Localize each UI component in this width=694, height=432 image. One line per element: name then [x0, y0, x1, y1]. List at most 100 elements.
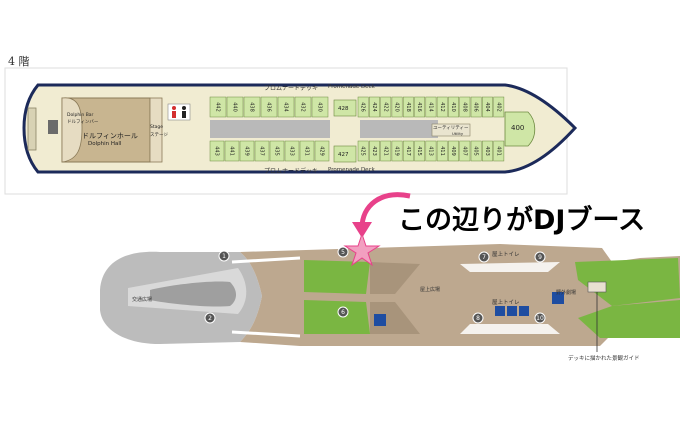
- grass-upper-left: [304, 260, 370, 294]
- cabin-427-room: [333, 145, 357, 163]
- area-center-label: 屋上広場: [420, 287, 441, 293]
- cabin-413: [425, 140, 437, 162]
- cabin-432: [294, 96, 312, 118]
- cabin-400-room: [504, 111, 536, 147]
- toilet-male-icon: [182, 106, 186, 110]
- toilet-sign: [167, 103, 191, 121]
- cabin-438: [243, 96, 261, 118]
- cabin-422: [380, 96, 392, 118]
- cabin-435: [269, 140, 285, 162]
- stage-jp: ステージ: [150, 133, 168, 138]
- cabin-label-tb-422: 422: [382, 102, 388, 112]
- dolphin-hall-en: Dolphin Hall: [88, 141, 122, 147]
- deck-marker-10: [534, 312, 546, 324]
- dj-booth-callout: この辺りがDJブース: [398, 205, 646, 236]
- cabin-418: [402, 96, 414, 118]
- cabin-423: [369, 140, 380, 162]
- cabin-label-ta-434: 434: [283, 102, 289, 112]
- cabin-label-bb-415: 415: [416, 146, 422, 156]
- stern-detail: [27, 107, 37, 151]
- cabin-label-ba-437: 437: [259, 146, 265, 156]
- stern-block: [48, 120, 58, 134]
- toilet-male-body: [182, 111, 186, 118]
- cabin-label-bb-405: 405: [473, 146, 479, 156]
- cabin-label-bb-411: 411: [439, 146, 445, 156]
- cabin-412: [436, 96, 448, 118]
- cabin-420: [391, 96, 403, 118]
- grass-lower-left: [304, 300, 370, 334]
- cabin-label-ba-435: 435: [274, 146, 280, 156]
- toilet-structure-upper: [460, 262, 560, 272]
- cabin-406: [470, 96, 482, 118]
- grass-lower-right: [578, 300, 680, 338]
- info-icon-left: [374, 314, 386, 326]
- landscape-guide-mark: [587, 281, 607, 293]
- cabin-424: [369, 96, 380, 118]
- toilet-top-label: 屋上トイレ: [492, 252, 520, 258]
- cabin-label-tb-402: 402: [495, 102, 501, 112]
- cabin-403: [482, 140, 493, 162]
- cabin-label-bb-407: 407: [461, 146, 467, 156]
- cabin-label-tb-412: 412: [439, 102, 445, 112]
- deck-marker-label-10: 10: [536, 315, 544, 322]
- cabin-410: [448, 96, 459, 118]
- cabin-label-tb-418: 418: [405, 102, 411, 112]
- cabin-label-tb-404: 404: [484, 102, 490, 112]
- cabin-409: [448, 140, 459, 162]
- deck-marker-5: [337, 246, 349, 258]
- cabin-441: [224, 140, 240, 162]
- cabin-label-ba-439: 439: [244, 146, 250, 156]
- promenade-bottom-en: Promenade Deck: [328, 167, 375, 173]
- cabin-429: [314, 140, 330, 162]
- toilet-icon-a: [495, 306, 505, 316]
- cabin-434: [277, 96, 295, 118]
- deck-marker-label-6: 6: [341, 309, 345, 316]
- cabin-label-ba-431: 431: [304, 146, 310, 156]
- area-left-label: 交通広場: [132, 297, 153, 303]
- transit-plaza-island: [150, 281, 236, 307]
- cabin-428-room: [333, 99, 357, 117]
- cabin-label-bb-423: 423: [371, 146, 377, 156]
- cabin-437: [254, 140, 270, 162]
- deck-marker-label-7: 7: [482, 254, 486, 261]
- info-icon-right: [552, 292, 564, 304]
- cabin-label-ba-429: 429: [319, 146, 325, 156]
- floor-label: 4 階: [8, 55, 30, 68]
- cabin-label-ta-442: 442: [215, 102, 221, 112]
- cabin-label-ta-440: 440: [232, 102, 238, 112]
- cabin-401: [493, 140, 505, 162]
- cabin-427-label: 427: [338, 152, 349, 158]
- cabin-label-ba-441: 441: [229, 146, 235, 156]
- cabin-402: [493, 96, 505, 118]
- cabin-label-bb-403: 403: [484, 146, 490, 156]
- cabin-label-tb-424: 424: [371, 102, 377, 112]
- stage-area: [149, 97, 163, 163]
- cabin-label-tb-410: 410: [450, 102, 456, 112]
- rail-upper: [231, 256, 301, 264]
- deck-marker-label-2: 2: [208, 315, 212, 322]
- area-right-label: 野外劇場: [556, 290, 577, 296]
- cabin-415: [414, 140, 426, 162]
- cabin-416: [414, 96, 426, 118]
- deck-marker-2: [204, 312, 216, 324]
- cabin-label-bb-417: 417: [405, 146, 411, 156]
- cabin-label-bb-401: 401: [495, 146, 501, 156]
- toilet-female-icon: [172, 106, 176, 110]
- dolphin-bar-room: [61, 97, 83, 163]
- promenade-top-jp: プロムナードデッキ: [264, 85, 319, 92]
- corridor-2: [360, 120, 438, 138]
- cabin-label-tb-414: 414: [427, 102, 433, 112]
- cabin-label-ba-443: 443: [214, 146, 220, 156]
- dolphin-bar-en: Dolphin Bar: [67, 113, 94, 118]
- rail-lower: [231, 330, 301, 338]
- utility-en: Utility: [452, 131, 464, 136]
- toilet-bottom-label: 屋上トイレ: [492, 300, 520, 306]
- deck-marker-9: [534, 251, 546, 263]
- promenade-bottom-jp: プロムナードデッキ: [264, 168, 319, 175]
- cabin-label-ta-432: 432: [300, 102, 306, 112]
- cabin-433: [284, 140, 300, 162]
- cabin-426: [357, 96, 369, 118]
- cabin-419: [391, 140, 403, 162]
